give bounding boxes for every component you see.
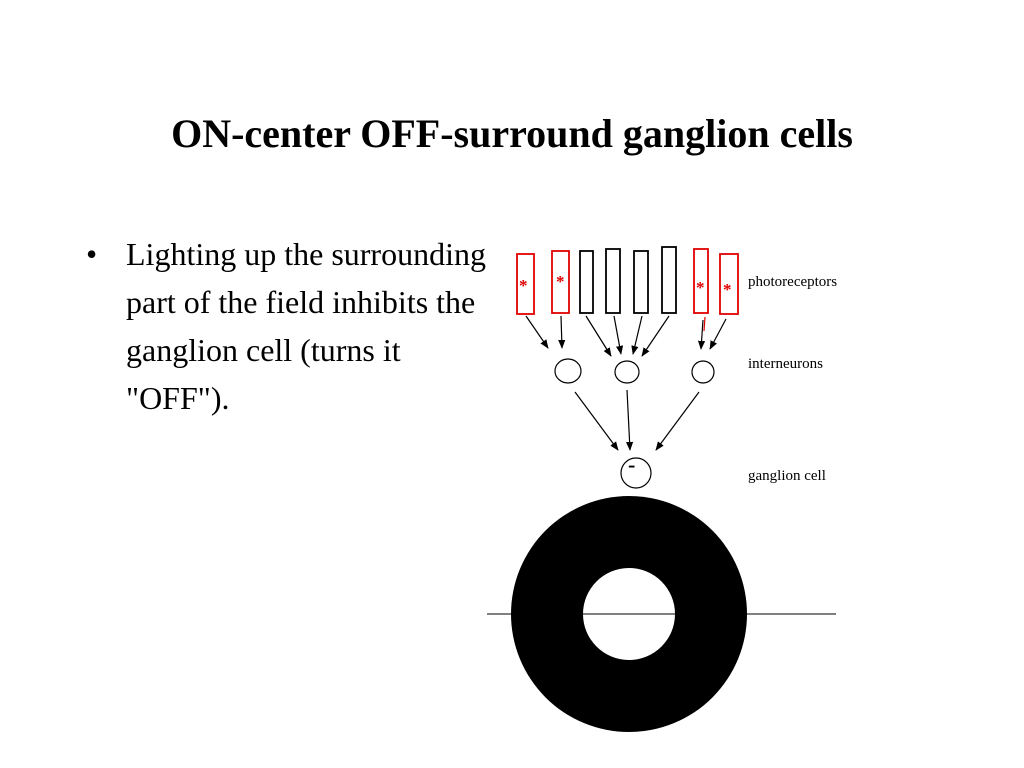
light-star-1: * — [519, 276, 528, 295]
interneurons — [554, 358, 715, 384]
bullet-text: Lighting up the surrounding part of the … — [126, 236, 486, 416]
bullet-list: • Lighting up the surrounding part of th… — [86, 230, 506, 422]
interneuron-3 — [691, 360, 715, 384]
photoreceptors-label: photoreceptors — [748, 274, 837, 290]
ganglion-inhibition-sign: - — [628, 452, 635, 477]
interneuron-arrows — [574, 389, 700, 451]
photoreceptor-2-lit — [551, 250, 570, 314]
arrow-r7-to-interneuron-3 — [697, 319, 706, 350]
receptive-field — [487, 496, 836, 732]
arrow-interneuron-2-to-ganglion — [625, 389, 634, 451]
arrow-r6-to-interneuron-2 — [641, 315, 670, 357]
arrow-interneuron-3-to-ganglion — [655, 391, 700, 451]
arrow-interneuron-1-to-ganglion — [574, 391, 619, 451]
interneurons-label: interneurons — [748, 356, 823, 372]
photoreceptor-3 — [579, 250, 594, 314]
arrow-r1-to-interneuron-1 — [525, 315, 549, 349]
ganglion-cell-label: ganglion cell — [748, 468, 826, 484]
light-star-7: * — [696, 278, 705, 297]
light-star-2: * — [556, 272, 565, 291]
interneuron-1 — [554, 358, 582, 384]
lit-signal-tick — [703, 316, 706, 332]
photoreceptor-6 — [661, 246, 677, 314]
slide-title: ON-center OFF-surround ganglion cells — [171, 111, 853, 156]
photoreceptor-8-lit — [719, 253, 739, 315]
photoreceptor-7-lit — [693, 248, 709, 314]
ganglion-cell: - — [620, 452, 652, 489]
receptor-arrows — [525, 315, 727, 357]
photoreceptor-1-lit — [516, 253, 535, 315]
photoreceptor-group: * * * * — [516, 246, 739, 332]
arrow-r5-to-interneuron-2 — [631, 315, 643, 355]
ganglion-cell-body — [620, 457, 652, 489]
photoreceptor-5 — [633, 250, 649, 314]
bullet-marker: • — [86, 236, 98, 272]
bullet-item: • Lighting up the surrounding part of th… — [86, 230, 506, 422]
light-star-8: * — [723, 280, 732, 299]
arrow-r2-to-interneuron-1 — [558, 315, 566, 349]
arrow-r4-to-interneuron-2 — [613, 315, 624, 355]
arrow-r8-to-interneuron-3 — [709, 318, 727, 350]
arrow-r3-to-interneuron-2 — [585, 315, 612, 357]
photoreceptor-4 — [605, 248, 621, 314]
interneuron-2 — [614, 360, 640, 384]
